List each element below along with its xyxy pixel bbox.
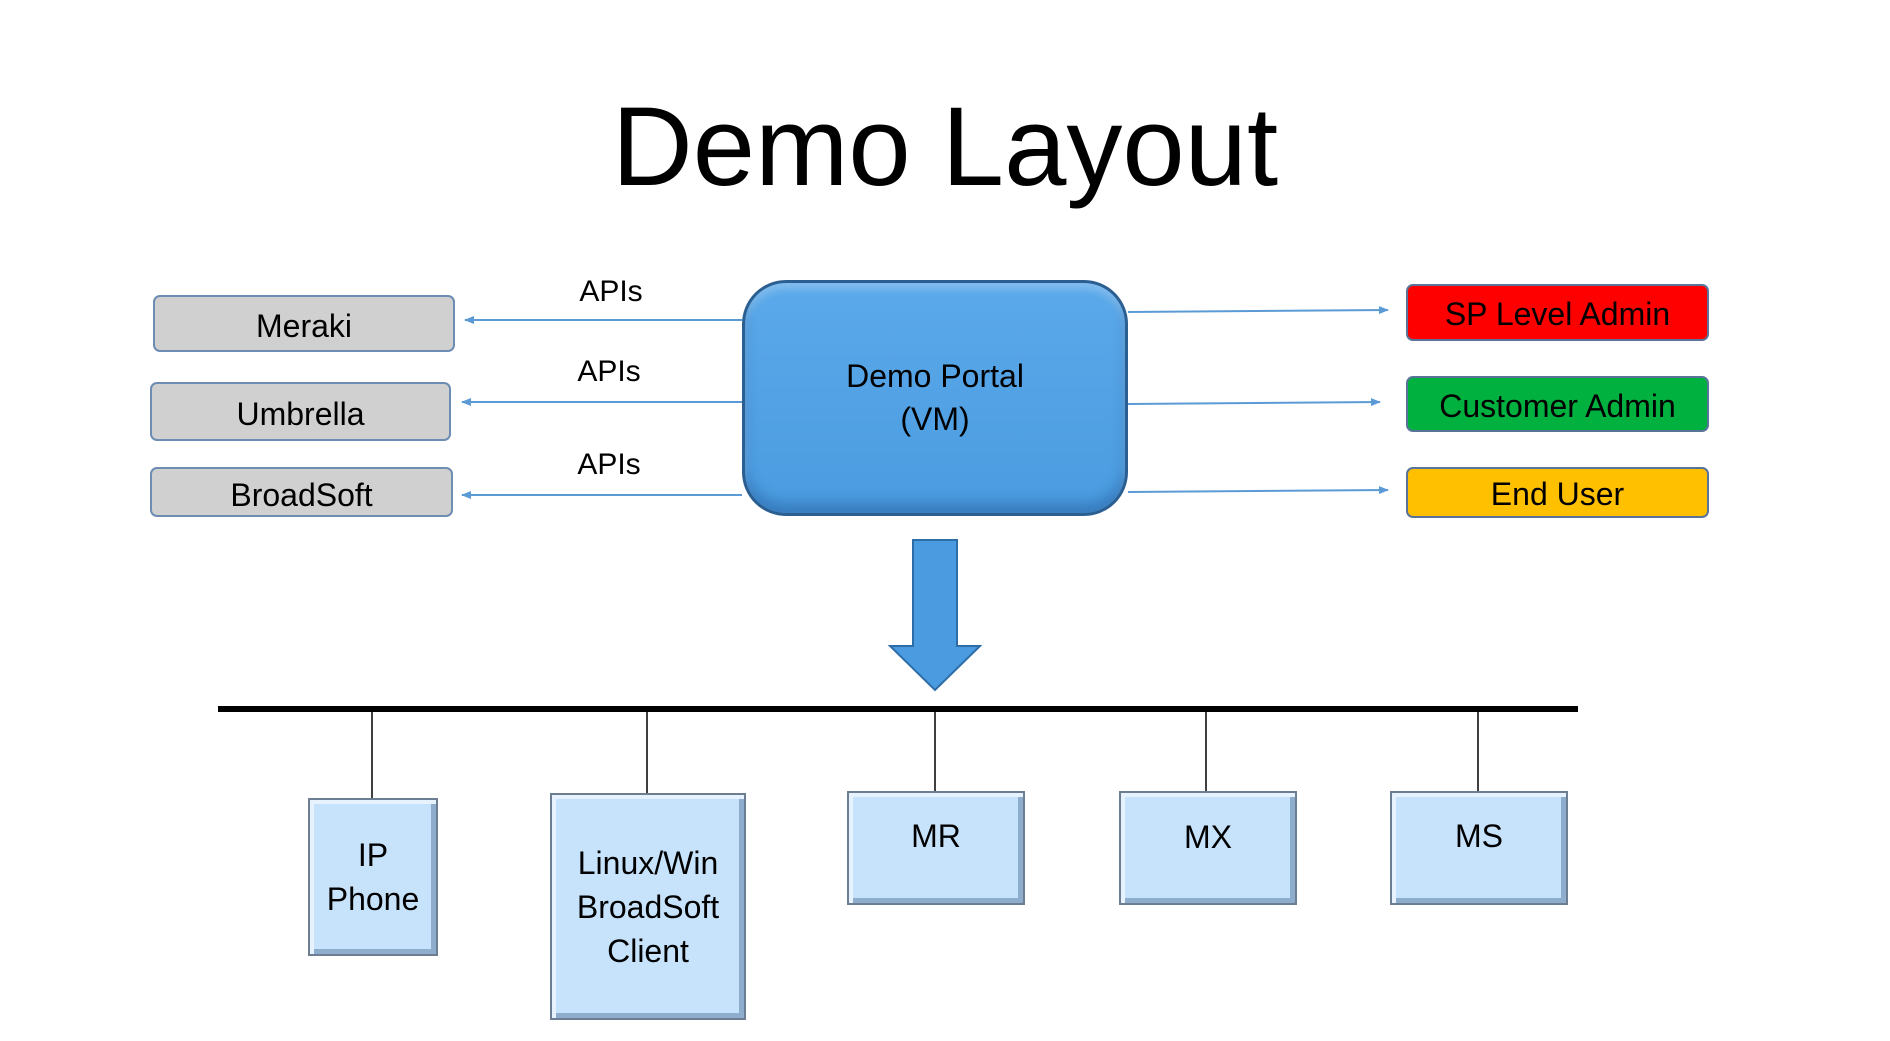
device-box-broadsoft-client: Linux/Win BroadSoft Client	[550, 793, 746, 1020]
device-line: MS	[1455, 818, 1503, 854]
device-line: MR	[911, 818, 961, 854]
device-box-mr: MR	[847, 791, 1025, 905]
device-line: MX	[1184, 819, 1232, 855]
api-label-umbrella: APIs	[577, 355, 641, 388]
arrow-end-user	[1127, 486, 1389, 495]
device-line: Phone	[326, 881, 420, 917]
service-label: Meraki	[255, 308, 352, 344]
device-box-ms: MS	[1390, 791, 1568, 905]
device-line: IP	[357, 837, 389, 873]
device-line: Linux/Win	[577, 844, 719, 881]
role-label: End User	[1490, 476, 1625, 512]
service-label: Umbrella	[236, 396, 365, 432]
role-box-customer-admin: Customer Admin	[1406, 376, 1709, 432]
role-box-end-user: End User	[1406, 467, 1709, 518]
role-label: SP Level Admin	[1444, 296, 1671, 332]
service-box-meraki: Meraki	[153, 295, 455, 352]
device-line: BroadSoft	[576, 888, 720, 925]
slide-title: Demo Layout	[611, 84, 1279, 209]
arrow-customer-admin	[1127, 398, 1381, 407]
down-arrow	[887, 539, 983, 692]
role-box-sp-level-admin: SP Level Admin	[1406, 284, 1709, 341]
api-label-meraki: APIs	[579, 275, 643, 308]
arrow-sp-level-admin	[1127, 306, 1389, 315]
api-label-broadsoft: APIs	[577, 448, 641, 481]
service-box-umbrella: Umbrella	[150, 382, 451, 441]
service-box-broadsoft: BroadSoft	[150, 467, 453, 517]
device-box-mx: MX	[1119, 791, 1297, 905]
role-label: Customer Admin	[1439, 387, 1676, 424]
device-box-ip-phone: IP Phone	[308, 798, 438, 956]
portal-line-2: (VM)	[900, 401, 970, 437]
demo-portal-box: Demo Portal (VM)	[742, 280, 1128, 516]
portal-line-1: Demo Portal	[846, 358, 1024, 394]
device-line: Client	[607, 932, 689, 969]
service-label: BroadSoft	[230, 476, 373, 513]
